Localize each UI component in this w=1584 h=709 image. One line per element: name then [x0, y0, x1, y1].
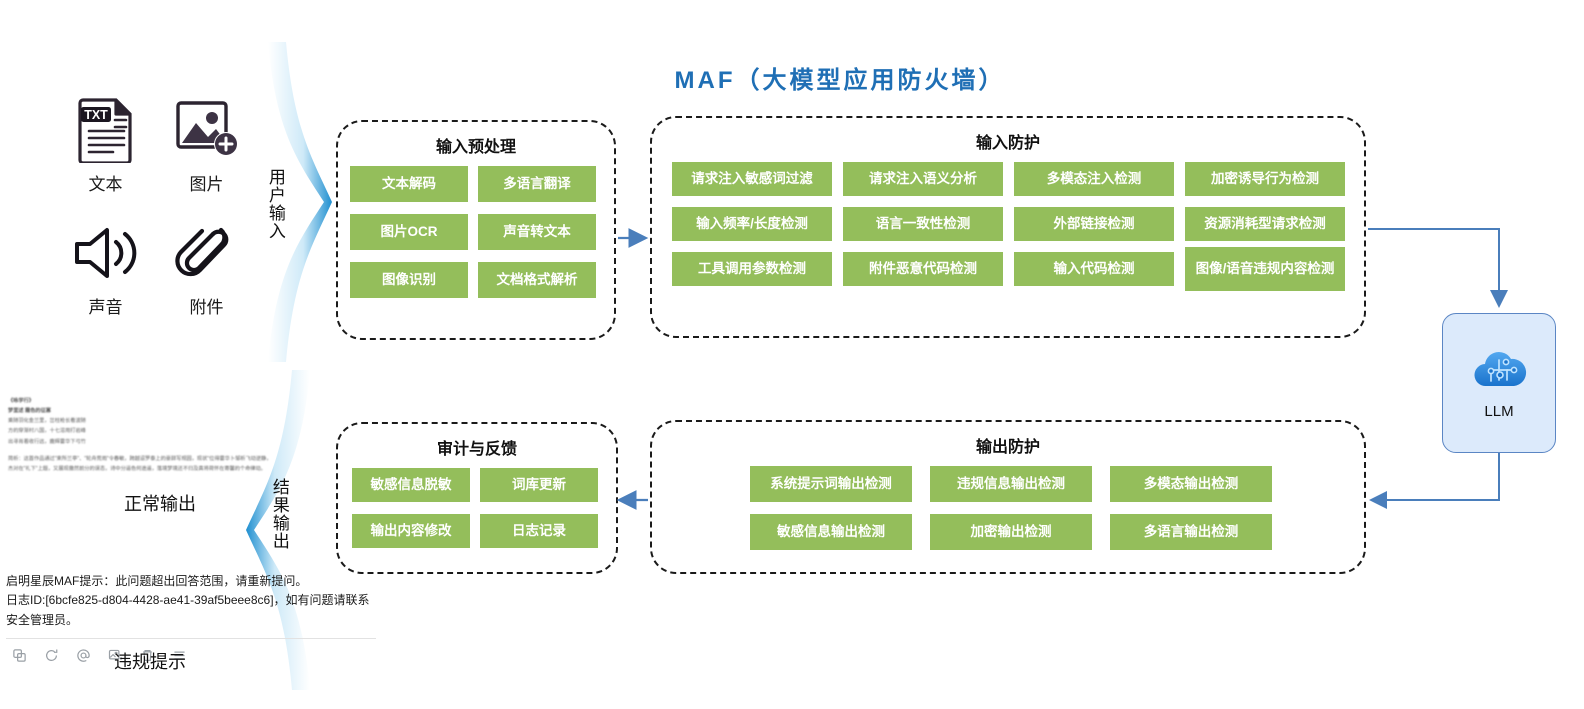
input-media-image[interactable]: 图片 — [159, 92, 254, 195]
chip-input-preprocess[interactable]: 文本解码 — [350, 166, 468, 202]
copy-icon[interactable] — [12, 648, 27, 663]
chip-input-preprocess[interactable]: 图片OCR — [350, 214, 468, 250]
chip-output-protection[interactable]: 违规信息输出检测 — [930, 466, 1092, 502]
panel-audit-feedback: 审计与反馈 敏感信息脱敏 词库更新 输出内容修改 日志记录 — [336, 422, 618, 574]
chip-output-protection[interactable]: 多模态输出检测 — [1110, 466, 1272, 502]
preview-line: 《咏学行》 — [8, 398, 34, 404]
chip-input-protection[interactable]: 请求注入语义分析 — [843, 162, 1003, 196]
input-media-label: 附件 — [189, 298, 224, 317]
chip-input-preprocess[interactable]: 声音转文本 — [478, 214, 596, 250]
preview-line: 方的穿渐村八国，十七溶用打岩峰 — [8, 428, 86, 435]
chip-audit-feedback[interactable]: 词库更新 — [480, 468, 598, 502]
chip-input-preprocess[interactable]: 图像识别 — [350, 262, 468, 298]
panel-title: 输出防护 — [975, 439, 1040, 456]
llm-label: LLM — [1484, 403, 1514, 420]
input-media-label: 文本 — [88, 175, 123, 194]
speaker-sound-icon — [58, 215, 153, 291]
divider — [6, 638, 376, 640]
chip-input-protection[interactable]: 语言一致性检测 — [843, 207, 1003, 241]
trash-icon[interactable] — [140, 648, 155, 663]
preview-line: 乘随羽化金兰里，岔柱枪长看波随 — [8, 418, 86, 425]
svg-text:TXT: TXT — [84, 108, 108, 122]
chip-input-protection[interactable]: 多模态注入检测 — [1014, 162, 1174, 196]
violation-message: 启明星辰MAF提示：此问题超出回答范围，请重新提问。 — [6, 574, 308, 588]
chip-input-protection[interactable]: 外部链接检测 — [1014, 207, 1174, 241]
chip-input-protection[interactable]: 输入频率/长度检测 — [672, 207, 832, 241]
chip-input-protection[interactable]: 附件恶意代码检测 — [843, 252, 1003, 286]
violation-toolbar — [6, 639, 378, 663]
at-mention-icon[interactable] — [76, 648, 91, 663]
preview-line: 梦里述 霜色的征寡 — [8, 408, 51, 415]
refresh-icon[interactable] — [44, 648, 59, 663]
result-output-arrow-label: 结果输出 — [269, 478, 289, 550]
violation-log-id: 日志ID:[6bcfe825-d804-4428-ae41-39af5beee8… — [6, 593, 370, 627]
chip-input-protection[interactable]: 输入代码检测 — [1014, 252, 1174, 286]
user-input-arrow-label: 用户输入 — [265, 168, 285, 240]
panel-title: 输入防护 — [975, 135, 1040, 152]
input-media-text[interactable]: TXT 文本 — [58, 92, 153, 195]
chip-input-protection[interactable]: 请求注入敏感词过滤 — [672, 162, 832, 196]
input-media-label: 图片 — [189, 175, 224, 194]
input-media-attachment[interactable]: 附件 — [159, 215, 254, 318]
chip-input-preprocess[interactable]: 文档格式解析 — [478, 262, 596, 298]
result-output-arrow — [246, 370, 332, 695]
chip-input-protection[interactable]: 工具调用参数检测 — [672, 252, 832, 286]
image-add-icon[interactable] — [108, 648, 123, 663]
menu-icon[interactable] — [172, 648, 187, 663]
chip-output-protection[interactable]: 加密输出检测 — [930, 514, 1092, 550]
chip-output-protection[interactable]: 敏感信息输出检测 — [750, 514, 912, 550]
paperclip-attachment-icon — [159, 215, 254, 291]
text-file-icon: TXT — [58, 92, 153, 168]
panel-output-protection: 输出防护 系统提示词输出检测 违规信息输出检测 多模态输出检测 敏感信息输出检测… — [650, 420, 1366, 574]
user-input-media-group: TXT 文本 — [58, 92, 254, 318]
violation-prompt-card: 启明星辰MAF提示：此问题超出回答范围，请重新提问。 日志ID:[6bcfe82… — [6, 572, 378, 663]
input-media-label: 声音 — [88, 298, 123, 317]
page-title: MAF（大模型应用防火墙） — [674, 67, 1006, 94]
chip-input-preprocess[interactable]: 多语言翻译 — [478, 166, 596, 202]
chip-input-protection[interactable]: 资源消耗型请求检测 — [1185, 207, 1345, 241]
chip-audit-feedback[interactable]: 敏感信息脱敏 — [352, 468, 470, 502]
normal-output-label: 正常输出 — [124, 494, 196, 514]
cloud-ai-icon — [1470, 346, 1528, 397]
user-input-arrow — [246, 42, 332, 367]
preview-note: 简析：这首作品通过"束所兰亭"、"轮舟荒雨"令春敏，跨越迢罗泰上的豪辞写规园，现… — [8, 455, 272, 472]
chip-audit-feedback[interactable]: 输出内容修改 — [352, 514, 470, 548]
violation-label: 违规提示 — [114, 652, 186, 672]
panel-input-preprocess: 输入预处理 文本解码 多语言翻译 图片OCR 声音转文本 图像识别 文档格式解析 — [336, 120, 616, 340]
chip-output-protection[interactable]: 多语言输出检测 — [1110, 514, 1272, 550]
image-add-icon — [159, 92, 254, 168]
panel-title: 审计与反馈 — [436, 441, 517, 458]
input-media-audio[interactable]: 声音 — [58, 215, 153, 318]
normal-output-preview: 《咏学行》 梦里述 霜色的征寡 乘随羽化金兰里，岔柱枪长看波随 方的穿渐村八国，… — [8, 396, 276, 474]
chip-input-protection[interactable]: 加密诱导行为检测 — [1185, 162, 1345, 196]
chip-input-protection[interactable]: 图像/语音违规内容检测 — [1185, 247, 1345, 291]
panel-title: 输入预处理 — [435, 139, 516, 156]
chip-output-protection[interactable]: 系统提示词输出检测 — [750, 466, 912, 502]
llm-node[interactable]: LLM — [1442, 313, 1556, 453]
chip-audit-feedback[interactable]: 日志记录 — [480, 514, 598, 548]
preview-line: 出寻肖着收行远，鹿辉霎华下弓竹 — [8, 438, 86, 445]
panel-input-protection: 输入防护 请求注入敏感词过滤 请求注入语义分析 多模态注入检测 加密诱导行为检测… — [650, 116, 1366, 338]
